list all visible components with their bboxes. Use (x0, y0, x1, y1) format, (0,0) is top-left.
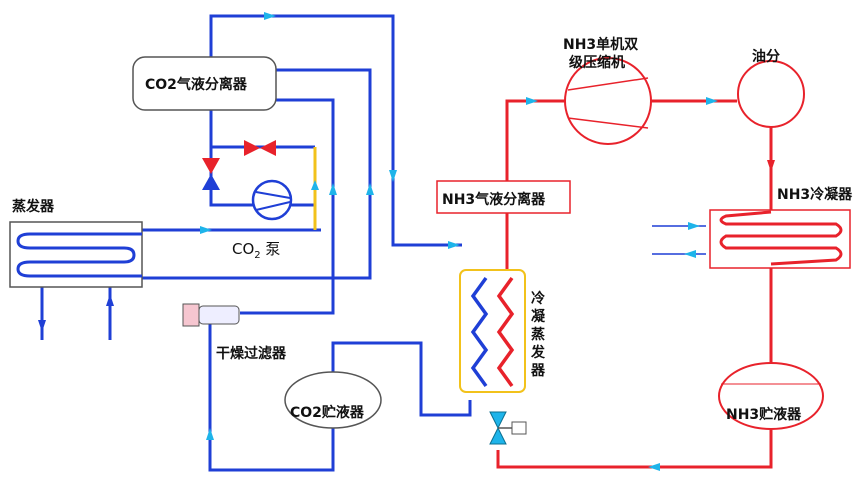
evaporator-coil (9, 221, 143, 288)
co2-pump-symbol (251, 179, 293, 221)
nh3-circuit-pipes (496, 99, 773, 469)
flow-arrows (38, 12, 775, 471)
flow-arrow (688, 222, 700, 230)
oil-separator-symbol (737, 60, 805, 128)
co2-receiver-vessel (284, 371, 382, 429)
nh3-receiver-vessel (718, 362, 824, 430)
flow-arrow (684, 250, 696, 258)
flow-arrow (648, 463, 660, 471)
nh3-condenser-label: NH3冷凝器 (777, 187, 853, 203)
flow-arrow (106, 294, 114, 306)
co2-separator-label: CO2气液分离器 (145, 77, 247, 93)
co2-circuit-pipes (40, 14, 472, 472)
expansion-valve-symbol (489, 411, 527, 445)
flow-arrow (206, 428, 214, 440)
co2-valve-horizontal (244, 140, 276, 156)
nh3-compressor-symbol (564, 57, 652, 145)
flow-arrow (329, 183, 337, 195)
flow-arrow (389, 170, 397, 182)
flow-arrow (448, 241, 460, 249)
flow-arrow (767, 160, 775, 172)
flow-arrow (706, 97, 718, 105)
co2-receiver-label: CO2贮液器 (290, 405, 364, 421)
nh3-condenser-coil (652, 209, 851, 269)
flow-arrow (526, 97, 538, 105)
flow-arrow (38, 320, 46, 332)
co2-separator-box (132, 56, 277, 111)
co2-pump-label-sub: 2 (254, 250, 261, 261)
cascade-evaporator-label: 冷凝蒸发器 (531, 291, 545, 379)
co2-pump-label: CO2 泵 (232, 238, 280, 261)
dryer-filter-label: 干燥过滤器 (216, 346, 286, 362)
evaporator-label: 蒸发器 (12, 199, 54, 215)
flow-arrow (366, 183, 374, 195)
oil-separator-label: 油分 (752, 49, 780, 65)
nh3-compressor-label-2: 级压缩机 (569, 55, 625, 71)
nh3-compressor-label-1: NH3单机双 (563, 37, 639, 53)
nh3-separator-box (436, 180, 571, 214)
flow-arrow (264, 12, 276, 20)
co2-valve-vertical (202, 158, 220, 190)
nh3-receiver-label: NH3贮液器 (726, 407, 802, 423)
flow-arrow (311, 180, 319, 190)
cascade-heat-exchanger (459, 269, 526, 393)
dryer-filter-symbol (182, 303, 240, 327)
nh3-separator-label: NH3气液分离器 (442, 192, 546, 208)
co2-pump-label-main: CO (232, 240, 255, 258)
co2-pump-label-tail: 泵 (260, 240, 281, 258)
flow-arrow (200, 226, 212, 234)
